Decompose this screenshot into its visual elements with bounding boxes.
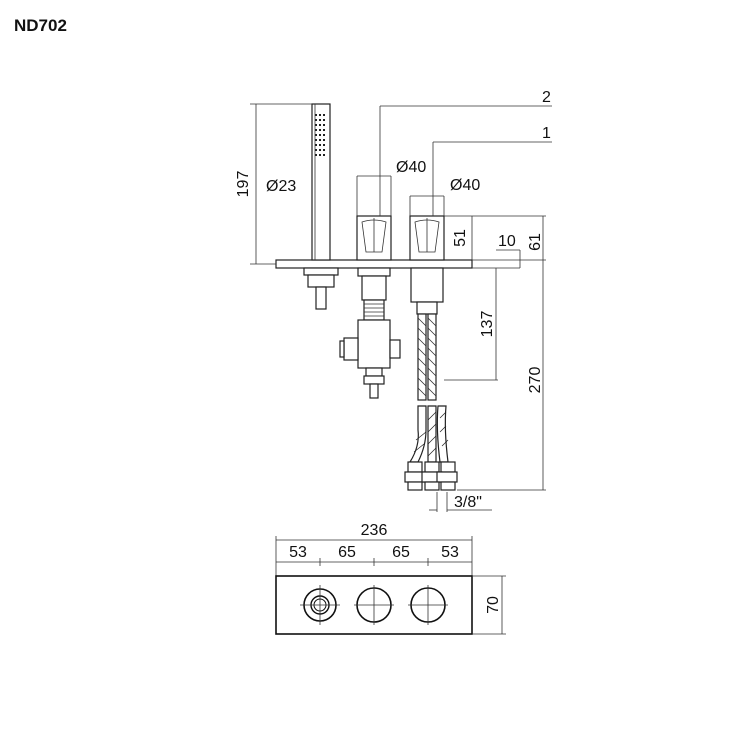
diverter-body	[339, 267, 401, 399]
callout-2: 2	[542, 89, 551, 106]
top-view-knob-1	[408, 585, 448, 625]
shower-holder	[303, 267, 339, 310]
dim-width-total: 236	[361, 522, 388, 539]
dim-segment-3: 65	[392, 544, 410, 561]
dim-depth: 70	[485, 596, 502, 614]
dim-below-deck: 270	[527, 367, 544, 394]
hoses-upper	[417, 313, 437, 401]
knob-1	[409, 215, 445, 261]
top-view-shower-outlet	[300, 585, 340, 625]
dim-height-total: 197	[235, 171, 252, 198]
dim-knob-height: 51	[452, 229, 469, 247]
dim-segment-2: 65	[338, 544, 356, 561]
drawing-title: ND702	[14, 16, 67, 35]
hand-shower	[311, 103, 331, 261]
dim-segment-1: 53	[289, 544, 307, 561]
callout-1: 1	[542, 125, 551, 142]
top-view-plate	[275, 575, 473, 635]
dim-hose-length: 137	[479, 311, 496, 338]
top-view-knob-2	[354, 585, 394, 625]
dim-shower-dia: Ø23	[266, 178, 296, 195]
dim-connection: 3/8"	[454, 494, 482, 511]
dim-segment-4: 53	[441, 544, 459, 561]
knob-2	[356, 215, 392, 261]
dim-above-deck: 61	[527, 233, 544, 251]
dim-deck-thickness: 10	[498, 233, 516, 250]
mixer-body	[410, 267, 444, 315]
deck-plate	[275, 259, 473, 269]
dim-knob1-dia: Ø40	[450, 177, 480, 194]
dim-knob2-dia: Ø40	[396, 159, 426, 176]
hoses-lower	[404, 405, 458, 491]
